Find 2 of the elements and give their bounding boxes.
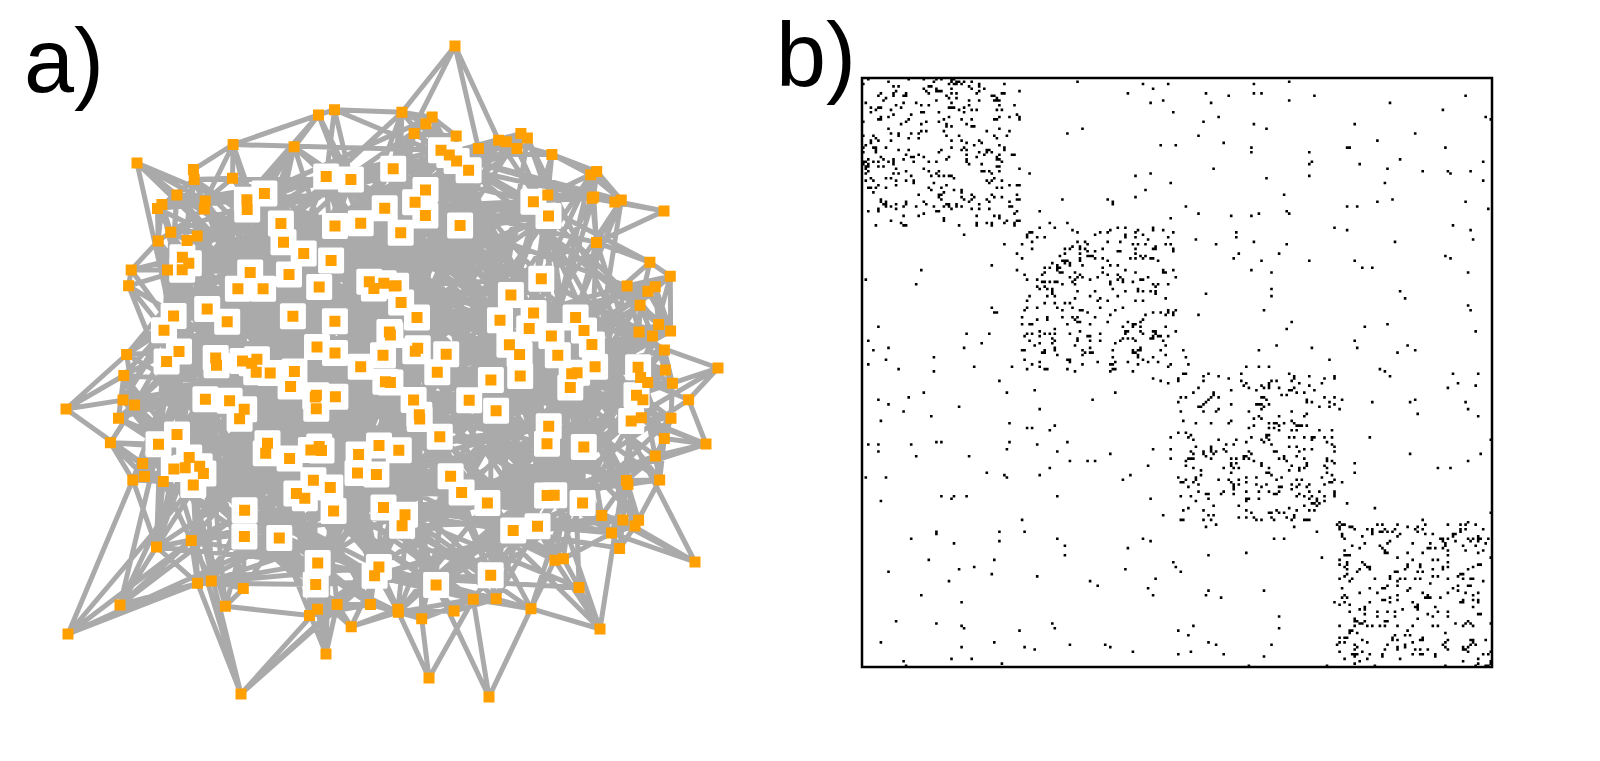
panel-label: a) (23, 10, 106, 113)
panel-label: b) (775, 4, 858, 107)
